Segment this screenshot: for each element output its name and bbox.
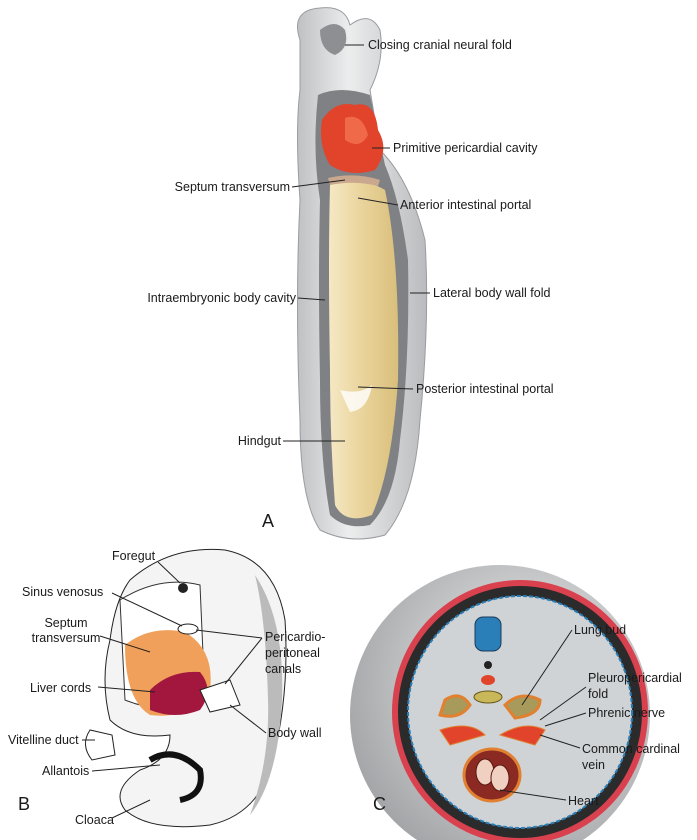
label-posterior-intestinal-portal: Posterior intestinal portal (416, 382, 554, 396)
label-pericardioperitoneal-line1: Pericardio- (265, 630, 325, 644)
panel-letter-c: C (373, 794, 386, 814)
label-septum-transversum-b-line2: transversum (32, 631, 101, 645)
label-common-cardinal-vein-line2: vein (582, 758, 605, 772)
label-allantois: Allantois (42, 764, 89, 778)
label-hindgut: Hindgut (238, 434, 282, 448)
label-septum-transversum-a: Septum transversum (175, 180, 290, 194)
label-pericardioperitoneal-line3: canals (265, 662, 301, 676)
label-intraembryonic-body-cavity: Intraembryonic body cavity (147, 291, 296, 305)
label-foregut: Foregut (112, 549, 156, 563)
label-pericardioperitoneal-line2: peritoneal (265, 646, 320, 660)
label-lung-bud: Lung bud (574, 623, 626, 637)
label-cloaca: Cloaca (75, 813, 114, 827)
label-phrenic-nerve: Phrenic nerve (588, 706, 665, 720)
label-lateral-body-wall-fold: Lateral body wall fold (433, 286, 550, 300)
label-pleuropericardial-fold-line1: Pleuropericardial (588, 671, 682, 685)
panel-letter-b: B (18, 794, 30, 814)
panel-c-leaders (499, 629, 587, 801)
label-vitelline-duct: Vitelline duct (8, 733, 79, 747)
label-anterior-intestinal-portal: Anterior intestinal portal (400, 198, 531, 212)
panel-b-leaders (82, 561, 267, 819)
label-common-cardinal-vein-line1: Common cardinal (582, 742, 680, 756)
panel-c-cross-section (350, 565, 650, 840)
label-closing-cranial-neural-fold: Closing cranial neural fold (368, 38, 512, 52)
label-sinus-venosus: Sinus venosus (22, 585, 103, 599)
panel-b-embryo (85, 548, 287, 828)
panel-a-embryo (297, 7, 428, 540)
panel-letter-a: A (262, 511, 274, 531)
label-liver-cords: Liver cords (30, 681, 91, 695)
panel-a-leaders (283, 44, 430, 442)
label-body-wall: Body wall (268, 726, 322, 740)
label-primitive-pericardial-cavity: Primitive pericardial cavity (393, 141, 538, 155)
label-pleuropericardial-fold-line2: fold (588, 687, 608, 701)
label-heart: Heart (568, 794, 599, 808)
label-septum-transversum-b-line1: Septum (44, 616, 87, 630)
